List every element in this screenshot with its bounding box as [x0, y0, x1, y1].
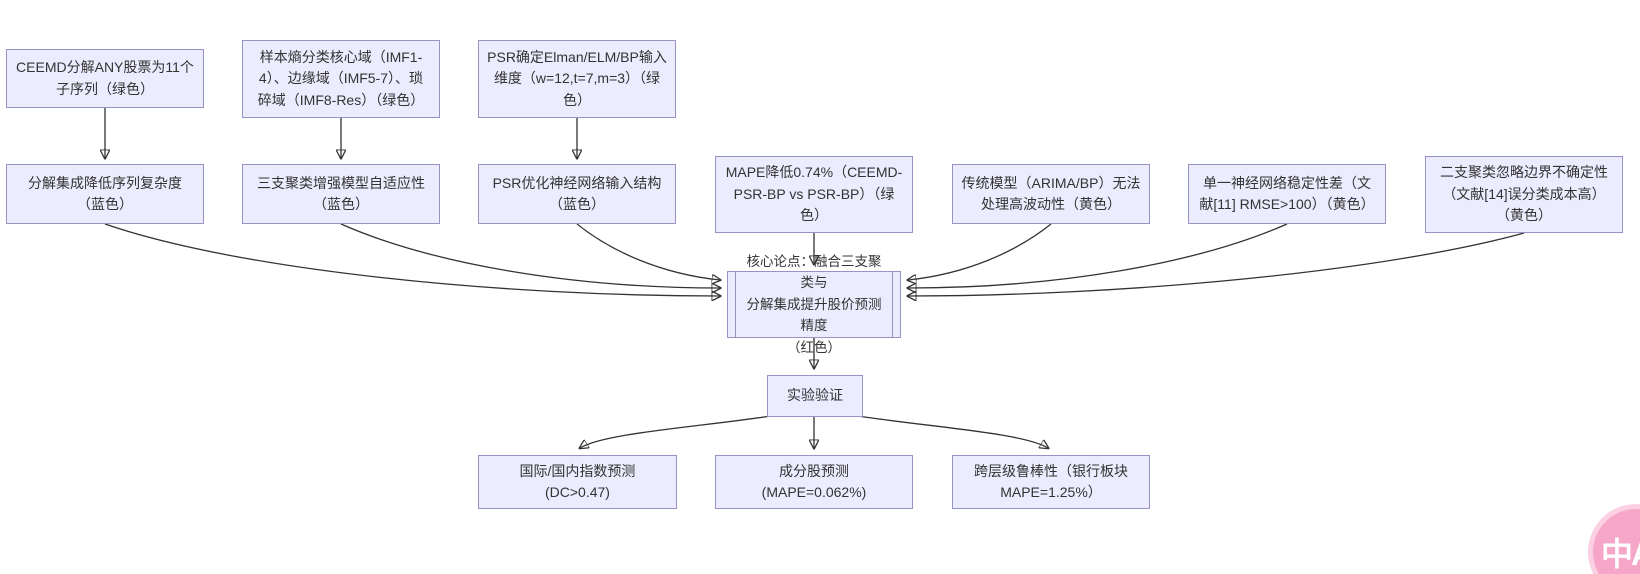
edge-m5-core [908, 223, 1052, 280]
flow-node-traditional-model-limit: 传统模型（ARIMA/BP）无法 处理高波动性（黄色） [952, 164, 1150, 224]
flow-node-index-prediction: 国际/国内指数预测 (DC>0.47) [478, 455, 677, 509]
flow-node-sample-entropy: 样本熵分类核心域（IMF1- 4）、边缘域（IMF5-7）、琐 碎域（IMF8-… [242, 40, 440, 118]
edge-m7-core [908, 232, 1525, 296]
flow-node-psr-dimension: PSR确定Elman/ELM/BP输入 维度（w=12,t=7,m=3）（绿 色… [478, 40, 676, 118]
flow-node-decomposition-integration: 分解集成降低序列复杂度 （蓝色） [6, 164, 204, 224]
edge-m2-core [340, 223, 720, 288]
flow-node-core-thesis: 核心论点：融合三支聚类与 分解集成提升股价预测精度 （红色） [727, 254, 901, 355]
edge-m3-core [576, 223, 720, 280]
subroutine-left-line [735, 272, 736, 337]
flow-node-psr-optimization: PSR优化神经网络输入结构 （蓝色） [478, 164, 676, 224]
core-thesis-label: 核心论点：融合三支聚类与 分解集成提升股价预测精度 （红色） [746, 253, 882, 355]
edge-m1-core [104, 223, 720, 296]
flow-node-two-way-clustering-limit: 二支聚类忽略边界不确定性 （文献[14]误分类成本高） （黄色） [1425, 156, 1623, 233]
flow-node-constituent-stock-prediction: 成分股预测 (MAPE=0.062%) [715, 455, 913, 509]
edge-m6-core [908, 223, 1288, 288]
flow-node-cross-level-robustness: 跨层级鲁棒性（银行板块 MAPE=1.25%） [952, 455, 1150, 509]
flow-node-mape-reduction: MAPE降低0.74%（CEEMD- PSR-BP vs PSR-BP）（绿 色… [715, 156, 913, 233]
flow-node-experiment-validation: 实验验证 [767, 375, 863, 417]
subroutine-right-line [892, 272, 893, 337]
edge-exp-b1 [580, 415, 772, 448]
translate-button[interactable]: 中A [1588, 504, 1640, 574]
flow-node-single-nn-instability: 单一神经网络稳定性差（文 献[11] RMSE>100）（黄色） [1188, 164, 1386, 224]
flow-node-ceemd-decompose: CEEMD分解ANY股票为11个 子序列（绿色） [6, 49, 204, 108]
edge-exp-b3 [857, 415, 1048, 448]
flow-node-three-way-clustering: 三支聚类增强模型自适应性 （蓝色） [242, 164, 440, 224]
